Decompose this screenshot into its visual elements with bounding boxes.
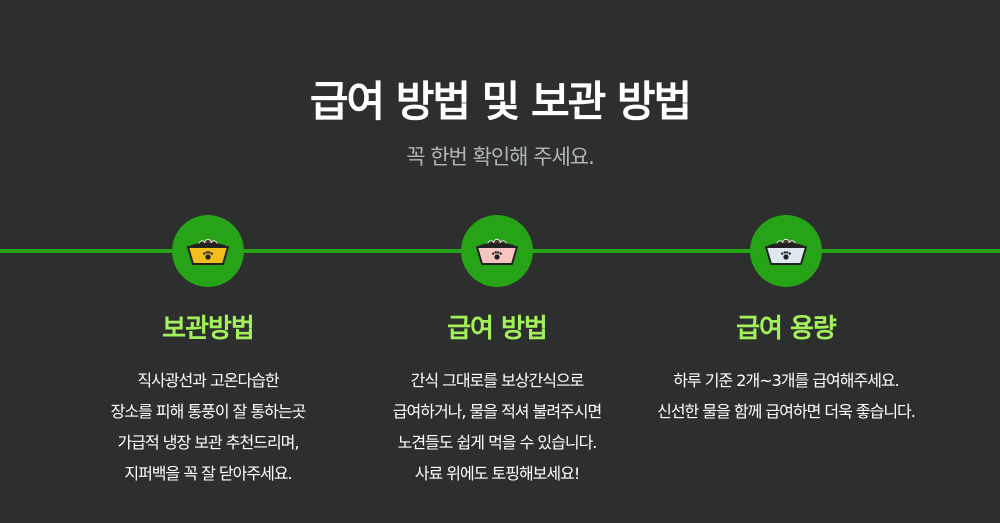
step-description: 직사광선과 고온다습한 장소를 피해 통풍이 잘 통하는곳 가급적 냉장 보관 … xyxy=(58,365,358,489)
step-line: 지퍼백을 꼭 잘 닫아주세요. xyxy=(124,464,292,483)
page-title: 급여 방법 및 보관 방법 xyxy=(309,77,692,126)
step-description: 간식 그대로를 보상간식으로 급여하거나, 물을 적셔 불려주시면 노견들도 쉽… xyxy=(347,365,647,489)
step-line: 노견들도 쉽게 먹을 수 있습니다. xyxy=(397,433,598,452)
step-line: 신선한 물을 함께 급여하면 더욱 좋습니다. xyxy=(657,402,916,421)
step-title: 급여 용량 xyxy=(736,314,837,344)
step-line: 사료 위에도 토핑해보세요! xyxy=(414,464,581,483)
step-icon-circle xyxy=(461,215,533,287)
pet-bowl-icon xyxy=(187,238,229,265)
step-storage: 보관방법 직사광선과 고온다습한 장소를 피해 통풍이 잘 통하는곳 가급적 냉… xyxy=(58,215,358,489)
step-title: 급여 방법 xyxy=(447,314,548,344)
pet-bowl-icon xyxy=(765,238,807,265)
pet-bowl-icon xyxy=(476,238,518,265)
page-subtitle: 꼭 한번 확인해 주세요. xyxy=(406,145,595,169)
step-title: 보관방법 xyxy=(162,314,255,344)
step-icon-circle xyxy=(750,215,822,287)
step-icon-circle xyxy=(172,215,244,287)
step-line: 가급적 냉장 보관 추천드리며, xyxy=(117,433,300,452)
step-feeding-method: 급여 방법 간식 그대로를 보상간식으로 급여하거나, 물을 적셔 불려주시면 … xyxy=(347,215,647,489)
step-feeding-amount: 급여 용량 하루 기준 2개~3개를 급여해주세요. 신선한 물을 함께 급여하… xyxy=(636,215,936,427)
step-line: 급여하거나, 물을 적셔 불려주시면 xyxy=(392,402,602,421)
step-line: 장소를 피해 통풍이 잘 통하는곳 xyxy=(110,402,307,421)
step-line: 하루 기준 2개~3개를 급여해주세요. xyxy=(673,371,899,390)
step-line: 직사광선과 고온다습한 xyxy=(137,371,279,390)
step-description: 하루 기준 2개~3개를 급여해주세요. 신선한 물을 함께 급여하면 더욱 좋… xyxy=(636,365,936,427)
step-line: 간식 그대로를 보상간식으로 xyxy=(410,371,585,390)
